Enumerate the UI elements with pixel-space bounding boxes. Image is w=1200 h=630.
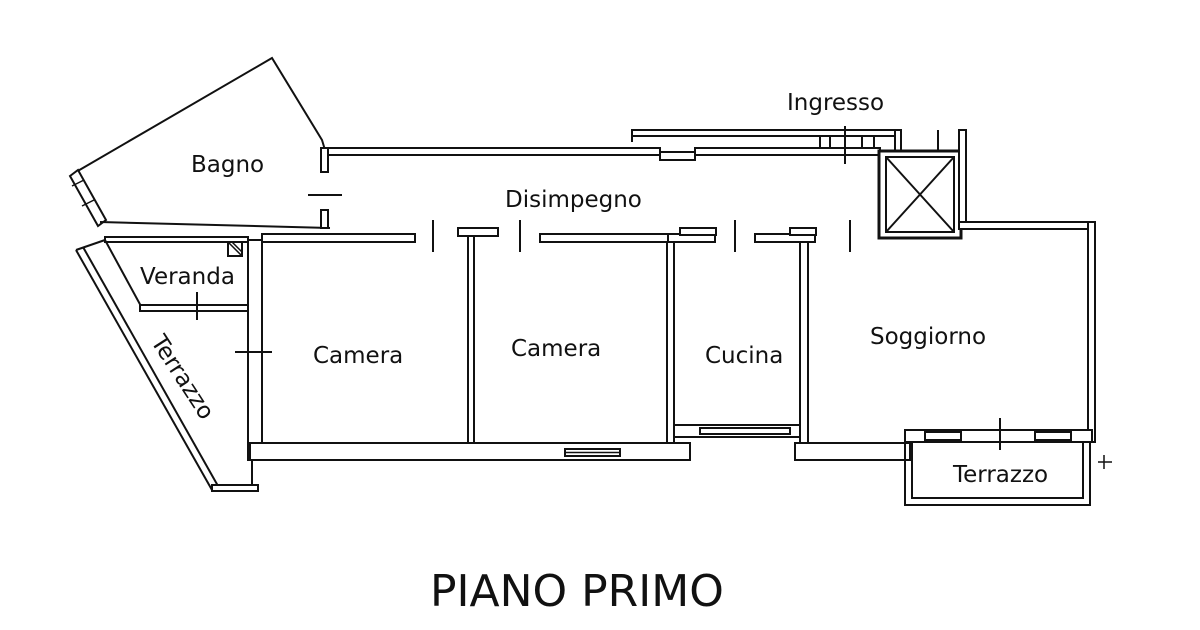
room-label-camera-2: Camera: [511, 336, 601, 362]
room-label-camera-1: Camera: [313, 343, 403, 369]
plan-title: PIANO PRIMO: [430, 566, 724, 617]
bottom-walls: [249, 418, 1093, 461]
flue-hatch: [231, 241, 243, 253]
pilaster: [457, 227, 499, 237]
bagno-door-jamb: [320, 147, 329, 173]
room-label-cucina: Cucina: [705, 343, 783, 369]
bagno-door-jamb: [320, 209, 329, 229]
terrace-inner-rail: [82, 246, 219, 487]
soggiorno-right-wall: [1087, 221, 1096, 443]
room-label-disimpegno: Disimpegno: [505, 187, 642, 213]
corridor-bottom-wall: [539, 233, 669, 243]
corridor-top-wall: [694, 147, 881, 156]
ingresso-wall: [631, 129, 901, 137]
camera-cucina-partition: [666, 239, 675, 446]
soggiorno-bottom-wall: [794, 442, 911, 461]
room-label-ingresso: Ingresso: [787, 90, 884, 116]
bagno-walls: [68, 56, 342, 229]
soggiorno-window: [924, 431, 962, 441]
corridor-wall-jog: [659, 151, 696, 161]
veranda-left-wall: [104, 239, 143, 309]
cucina-soggiorno-partition: [799, 239, 809, 446]
room-label-soggiorno: Soggiorno: [870, 324, 986, 350]
bagno-outer-wall: [75, 56, 326, 173]
elevator-shaft-inner: [885, 156, 955, 233]
camera-1-left-wall: [247, 239, 263, 461]
soggiorno-window: [1034, 431, 1072, 441]
room-label-veranda: Veranda: [140, 264, 235, 290]
bagno-left-wall: [68, 168, 108, 228]
veranda-walls: [104, 236, 249, 320]
terrace-top-edge: [75, 239, 106, 251]
terrace-outer-rail: [904, 442, 1091, 506]
veranda-bottom-wall: [139, 304, 249, 312]
corridor-bottom-wall: [754, 233, 816, 243]
room-label-terrazzo-right: Terrazzo: [952, 462, 1048, 488]
corridor-bottom-wall: [261, 233, 416, 243]
camera-bottom-wall: [249, 442, 691, 461]
corridor-walls: [327, 126, 902, 164]
veranda-top-wall: [104, 236, 249, 243]
terrazzo-left-outline: [75, 239, 259, 492]
pilaster: [789, 227, 817, 236]
terrace-bottom-edge: [211, 484, 259, 492]
elevator-shaft: [877, 149, 963, 240]
terrace-outer-rail: [75, 249, 213, 491]
right-upper-wall: [958, 129, 967, 226]
camera-partition: [467, 235, 475, 445]
ingresso-jamb: [861, 135, 875, 149]
soggiorno-top-wall: [958, 221, 1093, 230]
terrazzo-right-outline: [904, 442, 1091, 506]
elevator-diagonal: [885, 156, 955, 233]
wall-tick: [71, 179, 85, 187]
ingresso-side-wall: [894, 129, 902, 152]
corridor-bottom-walls: [261, 220, 851, 252]
pilaster: [679, 227, 717, 236]
wall-tick: [81, 199, 95, 207]
flue-hatch: [227, 241, 243, 257]
cucina-window: [699, 427, 791, 435]
room-label-bagno: Bagno: [191, 152, 264, 178]
terrace-inner-rail: [911, 442, 1084, 499]
corridor-top-wall: [327, 147, 661, 156]
bagno-bottom-wall: [99, 221, 331, 229]
ingresso-jamb: [819, 135, 831, 149]
